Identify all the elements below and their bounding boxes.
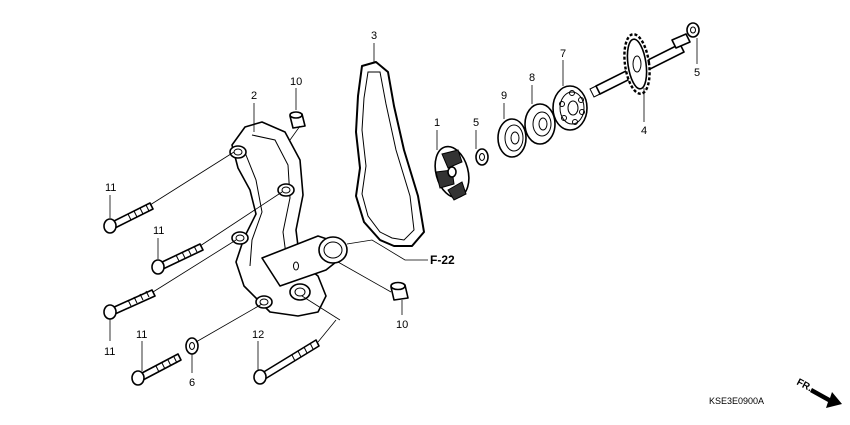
part-3-gasket-inner (361, 71, 415, 241)
part-2-pump-cover (229, 121, 348, 317)
part-11-bolt-bottom (131, 353, 182, 386)
part-10-dowel-pin-upper (289, 111, 306, 129)
callout-11: 11 (105, 182, 116, 194)
part-12-bolt (253, 339, 320, 385)
callout-5: 5 (694, 67, 700, 79)
part-7-bearing (552, 85, 588, 131)
part-6-washer (185, 337, 199, 355)
part-10-dowel-pin-lower (390, 281, 409, 301)
callout-8: 8 (529, 72, 535, 84)
callout-2: 2 (251, 90, 257, 102)
callout-5: 5 (473, 117, 479, 129)
callout-11: 11 (104, 346, 115, 358)
callout-3: 3 (371, 30, 377, 42)
callout-11: 11 (153, 225, 164, 237)
part-8-seal (524, 103, 556, 145)
callout-10: 10 (290, 76, 302, 88)
part-11-bolt-upper (103, 202, 154, 234)
front-direction-arrow: FR. (795, 377, 842, 408)
callout-10: 10 (396, 319, 408, 331)
callout-7: 7 (560, 48, 566, 60)
callout-9: 9 (501, 90, 507, 102)
part-1-impeller (434, 145, 470, 201)
part-5-washer-right (686, 22, 700, 38)
reference-label: F-22 (430, 253, 455, 267)
part-5-washer-left (475, 148, 489, 166)
callout-6: 6 (189, 377, 195, 389)
callout-1: 1 (434, 117, 440, 129)
drawing-code: KSE3E0900A (709, 396, 764, 406)
part-9-oil-seal (497, 118, 527, 158)
part-11-bolt-lower-left (103, 289, 156, 320)
callout-4: 4 (641, 125, 647, 137)
part-11-bolt-middle (151, 243, 204, 275)
callouts: 11 11 11 11 6 12 2 10 3 10 1 5 9 8 7 4 5 (104, 30, 700, 389)
leader-lines (109, 38, 698, 373)
part-4-pump-shaft (589, 33, 691, 98)
part-3-gasket (355, 61, 425, 247)
callout-12: 12 (252, 329, 264, 341)
callout-11: 11 (136, 329, 147, 341)
